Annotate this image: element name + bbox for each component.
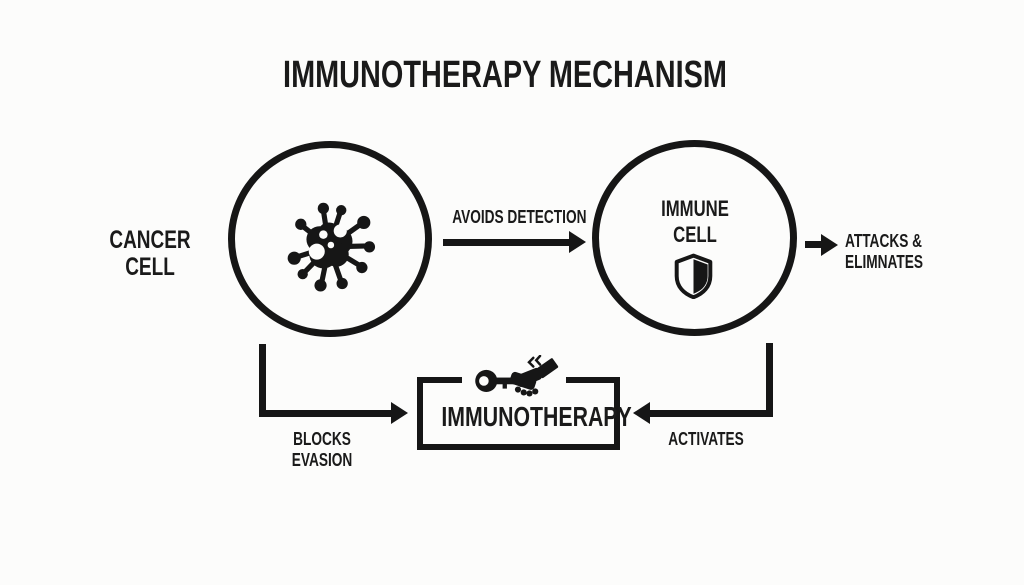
cancer-cell-label-line1: CANCER [109,226,191,254]
attacks-arrowhead [821,234,838,256]
cancer-cell-label-line2: CELL [125,253,175,281]
blocks-evasion-arrow-shaft [259,410,393,417]
diagram-title: IMMUNOTHERAPY MECHANISM [283,54,727,96]
attacks-arrow-shaft [805,241,823,248]
blocks-evasion-line1: BLOCKS [293,429,351,449]
blocks-evasion-arrowhead [391,402,408,424]
key-handshake-icon [475,355,559,397]
immunotherapy-label: IMMUNOTHERAPY [441,401,632,432]
immune-cell-node [592,140,797,336]
attacks-eliminates-line2: ELIMNATES [845,251,924,272]
blocks-evasion-line2: EVASION [291,449,353,470]
avoids-detection-arrowhead [569,231,586,253]
avoids-detection-arrow-shaft [443,239,571,246]
blocks-evasion-label: BLOCKS EVASION [273,429,370,470]
attacks-eliminates-line1: ATTACKS & [845,231,923,251]
cancer-cell-label: CANCER CELL [97,227,203,281]
shield-icon [674,253,713,299]
activates-arrow-shaft [650,410,773,417]
attacks-eliminates-label: ATTACKS & ELIMNATES [845,231,923,273]
activates-label: ACTIVATES [668,429,744,449]
immune-cell-label-line1: IMMUNE [661,196,729,221]
immune-cell-label-line2: CELL [673,221,717,247]
virus-icon [287,202,376,292]
activates-arrowhead [633,402,650,424]
activates-arrow-vertical [766,343,773,417]
blocks-evasion-arrow-vertical [259,344,266,417]
cancer-cell-node [228,141,432,337]
avoids-detection-label: AVOIDS DETECTION [452,207,587,227]
immune-cell-label: IMMUNE CELL [642,196,748,248]
